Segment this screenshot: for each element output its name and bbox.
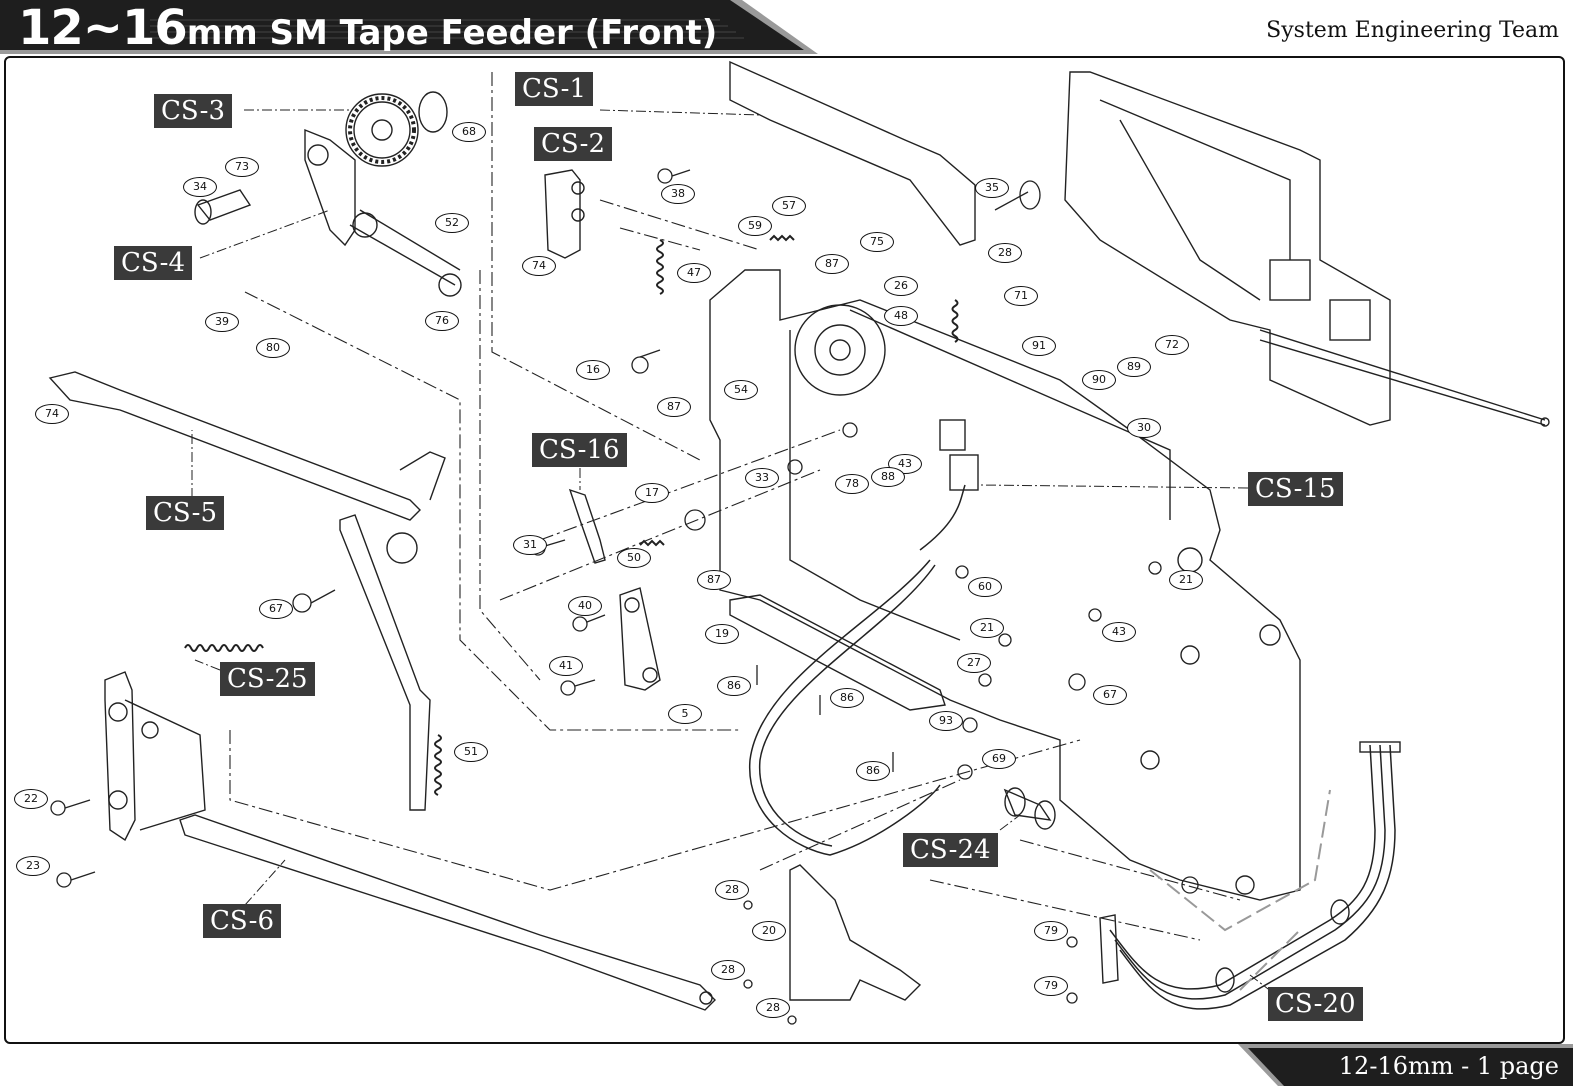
callout-cs-6: CS-6	[203, 904, 281, 938]
part-number: 57	[772, 196, 806, 216]
callout-cs-2: CS-2	[534, 127, 612, 161]
title-size: 12~16	[18, 0, 188, 56]
part-number: 28	[988, 243, 1022, 263]
part-number: 35	[975, 178, 1009, 198]
part-number: 67	[1093, 685, 1127, 705]
part-number: 5	[668, 704, 702, 724]
part-number: 16	[576, 360, 610, 380]
callout-cs-15: CS-15	[1248, 472, 1343, 506]
page-title: 12~16mm SM Tape Feeder (Front)	[18, 0, 718, 56]
part-number: 22	[14, 789, 48, 809]
header-banner	[0, 0, 818, 54]
part-number: 60	[968, 577, 1002, 597]
part-number: 52	[435, 213, 469, 233]
part-number: 26	[884, 276, 918, 296]
part-number: 28	[715, 880, 749, 900]
part-number: 71	[1004, 286, 1038, 306]
part-number: 87	[815, 254, 849, 274]
part-number: 72	[1155, 335, 1189, 355]
part-number: 20	[752, 921, 786, 941]
part-number: 50	[617, 548, 651, 568]
part-number: 40	[568, 596, 602, 616]
part-number: 31	[513, 535, 547, 555]
part-number: 74	[35, 404, 69, 424]
part-number: 74	[522, 256, 556, 276]
footer-banner	[1238, 1044, 1573, 1086]
part-number: 86	[856, 761, 890, 781]
callout-cs-20: CS-20	[1268, 987, 1363, 1021]
callout-cs-4: CS-4	[114, 246, 192, 280]
part-number: 38	[661, 184, 695, 204]
part-number: 28	[756, 998, 790, 1018]
callout-cs-25: CS-25	[220, 662, 315, 696]
part-number: 80	[256, 338, 290, 358]
part-number: 75	[860, 232, 894, 252]
part-number: 19	[705, 624, 739, 644]
part-number: 86	[717, 676, 751, 696]
part-number: 89	[1117, 357, 1151, 377]
page-number-label: 12-16mm - 1 page	[1338, 1052, 1559, 1080]
part-number: 27	[957, 653, 991, 673]
part-number: 34	[183, 177, 217, 197]
part-number: 67	[259, 599, 293, 619]
callout-cs-5: CS-5	[146, 496, 224, 530]
part-number: 21	[1169, 570, 1203, 590]
callout-cs-3: CS-3	[154, 94, 232, 128]
part-number: 68	[452, 122, 486, 142]
part-number: 79	[1034, 976, 1068, 996]
part-number: 48	[884, 306, 918, 326]
callout-cs-16: CS-16	[532, 433, 627, 467]
part-number: 90	[1082, 370, 1116, 390]
part-number: 33	[745, 468, 779, 488]
part-number: 59	[738, 216, 772, 236]
callout-cs-1: CS-1	[515, 72, 593, 106]
part-number: 41	[549, 656, 583, 676]
part-number: 78	[835, 474, 869, 494]
part-number: 30	[1127, 418, 1161, 438]
part-number: 76	[425, 311, 459, 331]
part-number: 93	[929, 711, 963, 731]
part-number: 17	[635, 483, 669, 503]
diagram-frame	[4, 56, 1565, 1044]
part-number: 47	[677, 263, 711, 283]
part-number: 23	[16, 856, 50, 876]
team-name: System Engineering Team	[1266, 18, 1559, 43]
part-number: 21	[970, 618, 1004, 638]
part-number: 39	[205, 312, 239, 332]
part-number: 73	[225, 157, 259, 177]
callout-cs-24: CS-24	[903, 833, 998, 867]
part-number: 87	[657, 397, 691, 417]
part-number: 91	[1022, 336, 1056, 356]
part-number: 28	[711, 960, 745, 980]
part-number: 54	[724, 380, 758, 400]
part-number: 87	[697, 570, 731, 590]
part-number: 43	[1102, 622, 1136, 642]
part-number: 86	[830, 688, 864, 708]
part-number: 69	[982, 749, 1016, 769]
title-text: mm SM Tape Feeder (Front)	[186, 13, 718, 53]
part-number: 79	[1034, 921, 1068, 941]
part-number: 51	[454, 742, 488, 762]
part-number: 88	[871, 467, 905, 487]
